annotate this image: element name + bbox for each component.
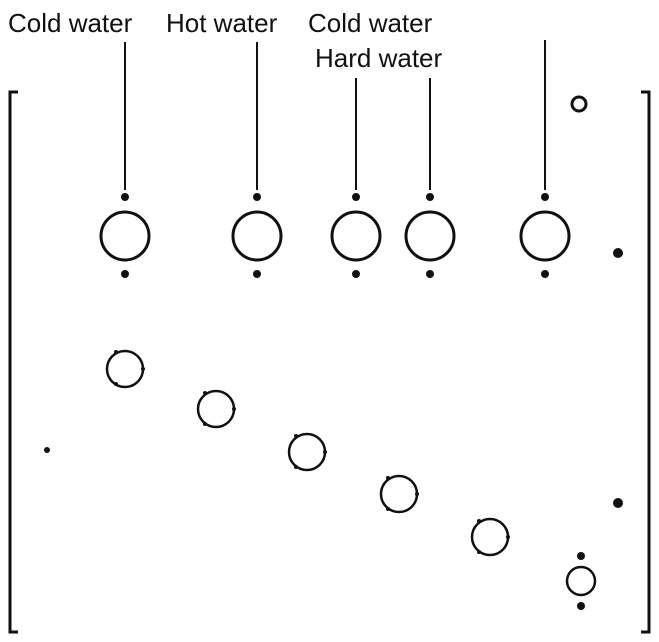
dot-right-lower bbox=[613, 498, 623, 508]
label-hard-water: Hard water bbox=[315, 43, 443, 73]
molecule-cold-water-1 bbox=[99, 193, 151, 278]
diagonal-molecule-2 bbox=[196, 389, 236, 429]
label-hot-water: Hot water bbox=[166, 8, 278, 38]
small-open-circle bbox=[570, 95, 588, 113]
dot-right-upper bbox=[613, 248, 623, 258]
label-cold-water-2: Cold water bbox=[308, 8, 433, 38]
diagonal-molecule-6 bbox=[565, 552, 597, 610]
molecule-hot-water bbox=[231, 193, 283, 278]
diagonal-molecule-1 bbox=[105, 349, 145, 389]
diagonal-molecule-4 bbox=[379, 474, 419, 514]
label-cold-water-1: Cold water bbox=[8, 8, 133, 38]
diagonal-molecule-5 bbox=[470, 517, 510, 557]
diagonal-molecule-3 bbox=[287, 432, 327, 472]
right-bracket bbox=[641, 90, 651, 634]
molecule-unlabeled bbox=[519, 193, 571, 278]
left-bracket bbox=[8, 90, 18, 634]
molecule-hard-water bbox=[404, 193, 456, 278]
molecule-cold-water-2 bbox=[330, 193, 382, 278]
dot-left bbox=[44, 447, 50, 453]
